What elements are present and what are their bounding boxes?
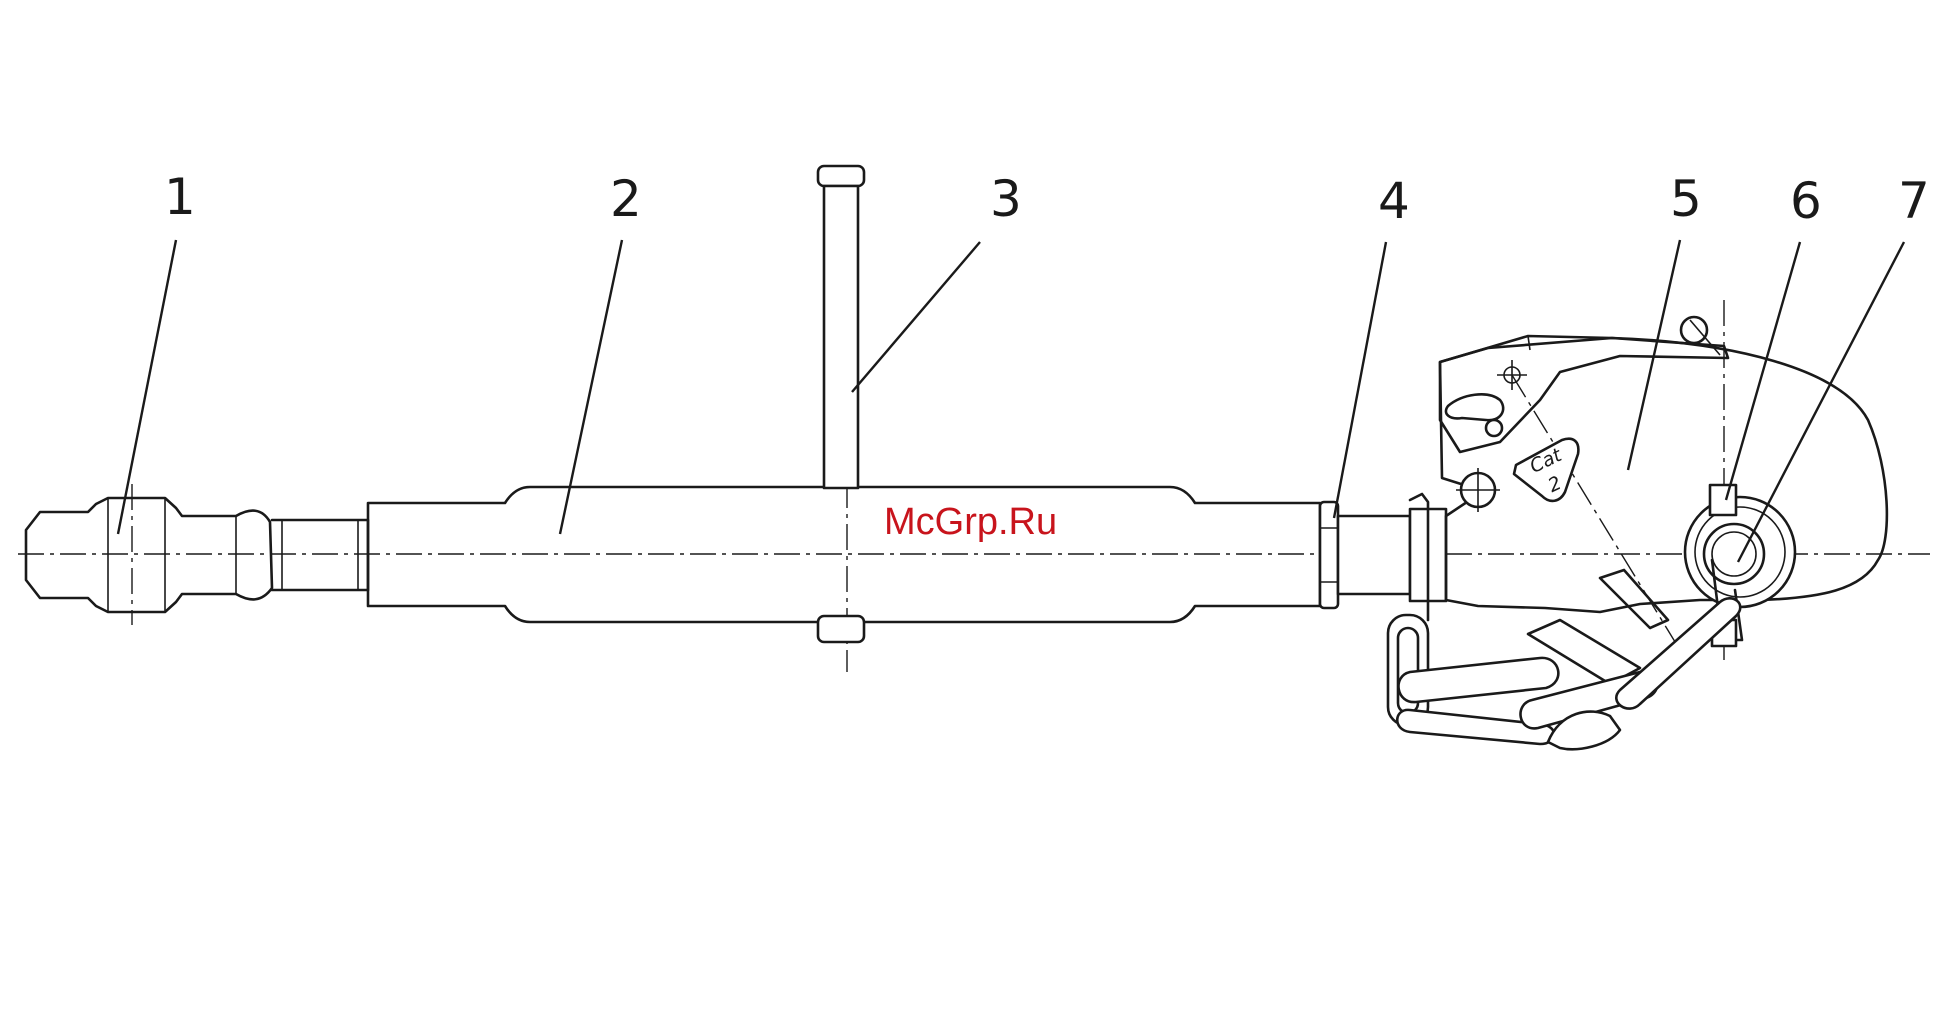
label-6: 6 — [1790, 172, 1822, 230]
watermark: McGrp.Ru — [884, 501, 1057, 543]
label-4: 4 — [1378, 172, 1410, 230]
label-2: 2 — [610, 170, 642, 228]
label-3: 3 — [990, 170, 1022, 228]
label-1: 1 — [164, 168, 196, 226]
t-handle — [818, 166, 864, 642]
label-5: 5 — [1670, 170, 1702, 228]
quick-coupler-hook: Cat 2 — [1440, 300, 1887, 660]
label-7: 7 — [1898, 172, 1930, 230]
